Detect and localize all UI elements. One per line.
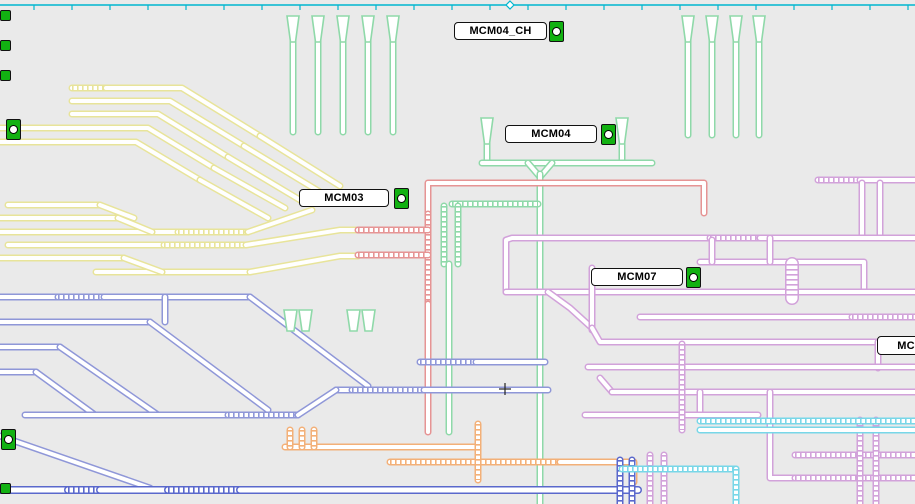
signal-indicator[interactable]	[0, 70, 11, 81]
station-label-mcm04_ch[interactable]: MCM04_CH	[454, 22, 547, 40]
track-segment-core	[258, 134, 342, 188]
track-segment-core	[198, 178, 270, 220]
track-segment-core	[242, 144, 322, 194]
station-label-mcm03[interactable]: MCM03	[299, 189, 389, 207]
indicator-icon	[9, 125, 18, 134]
signal-indicator[interactable]	[0, 10, 11, 21]
crosshair	[499, 383, 511, 395]
bucket-shape	[298, 309, 313, 332]
signal-indicator[interactable]	[1, 429, 16, 450]
indicator-icon	[604, 130, 613, 139]
track-segment-core	[504, 236, 712, 294]
track-segment-core	[212, 166, 287, 210]
indicator-icon	[4, 435, 13, 444]
signal-indicator[interactable]	[0, 40, 11, 51]
track-segment-core	[244, 228, 360, 247]
funnel-shape	[386, 15, 400, 43]
signal-indicator[interactable]	[549, 21, 564, 42]
funnel-shape	[480, 117, 494, 145]
track-segment-core	[246, 208, 314, 234]
track-segment-core	[70, 99, 246, 148]
track-segment-core	[768, 390, 797, 480]
tracks-layer	[0, 15, 915, 504]
bucket-shape	[283, 309, 298, 332]
track-segment-core	[248, 254, 360, 274]
track-segment-core	[148, 320, 270, 412]
funnel-shape	[286, 15, 300, 43]
track-segment-core	[698, 260, 866, 292]
signal-indicator[interactable]	[686, 267, 701, 288]
signal-indicator[interactable]	[6, 119, 21, 140]
track-segment-core	[116, 216, 154, 234]
track-segment-core	[58, 345, 160, 417]
funnel-shape	[336, 15, 350, 43]
track-segment-core	[426, 181, 706, 216]
station-label-mc_partial[interactable]: MC	[877, 336, 915, 355]
track-segment	[424, 179, 708, 218]
signal-indicator[interactable]	[0, 483, 11, 494]
signal-indicator[interactable]	[601, 124, 616, 145]
track-segment	[766, 388, 799, 482]
track-segment-core	[98, 203, 136, 220]
track-segment-core	[296, 388, 338, 417]
track-segment-core	[590, 326, 880, 344]
track-segment	[696, 258, 868, 294]
track-segment-core	[226, 155, 302, 202]
station-label-mcm07[interactable]: MCM07	[591, 268, 683, 286]
indicator-icon	[552, 27, 561, 36]
indicator-icon	[397, 194, 406, 203]
funnel-shape	[681, 15, 695, 43]
bucket-shape	[346, 309, 361, 332]
ruler-marker	[505, 0, 515, 10]
funnel-shape	[705, 15, 719, 43]
track-segment-core	[104, 86, 262, 138]
track-segment-core	[0, 140, 202, 182]
funnel-shape	[752, 15, 766, 43]
indicator-icon	[689, 273, 698, 282]
funnel-shape	[615, 117, 629, 145]
ruler	[0, 0, 915, 10]
signal-indicator[interactable]	[394, 188, 409, 209]
track-segment-core	[34, 370, 97, 417]
bucket-shape	[361, 309, 376, 332]
track-segment-core	[248, 295, 370, 388]
track-segment-core	[0, 126, 216, 170]
track-segment	[588, 324, 882, 346]
funnel-shape	[361, 15, 375, 43]
track-segment-core	[122, 256, 164, 274]
track-segment-core	[0, 434, 152, 490]
funnel-shape	[311, 15, 325, 43]
track-segment-core	[70, 112, 230, 159]
funnel-shape	[729, 15, 743, 43]
track-segment-core	[546, 290, 594, 330]
station-label-mcm04[interactable]: MCM04	[505, 125, 597, 143]
